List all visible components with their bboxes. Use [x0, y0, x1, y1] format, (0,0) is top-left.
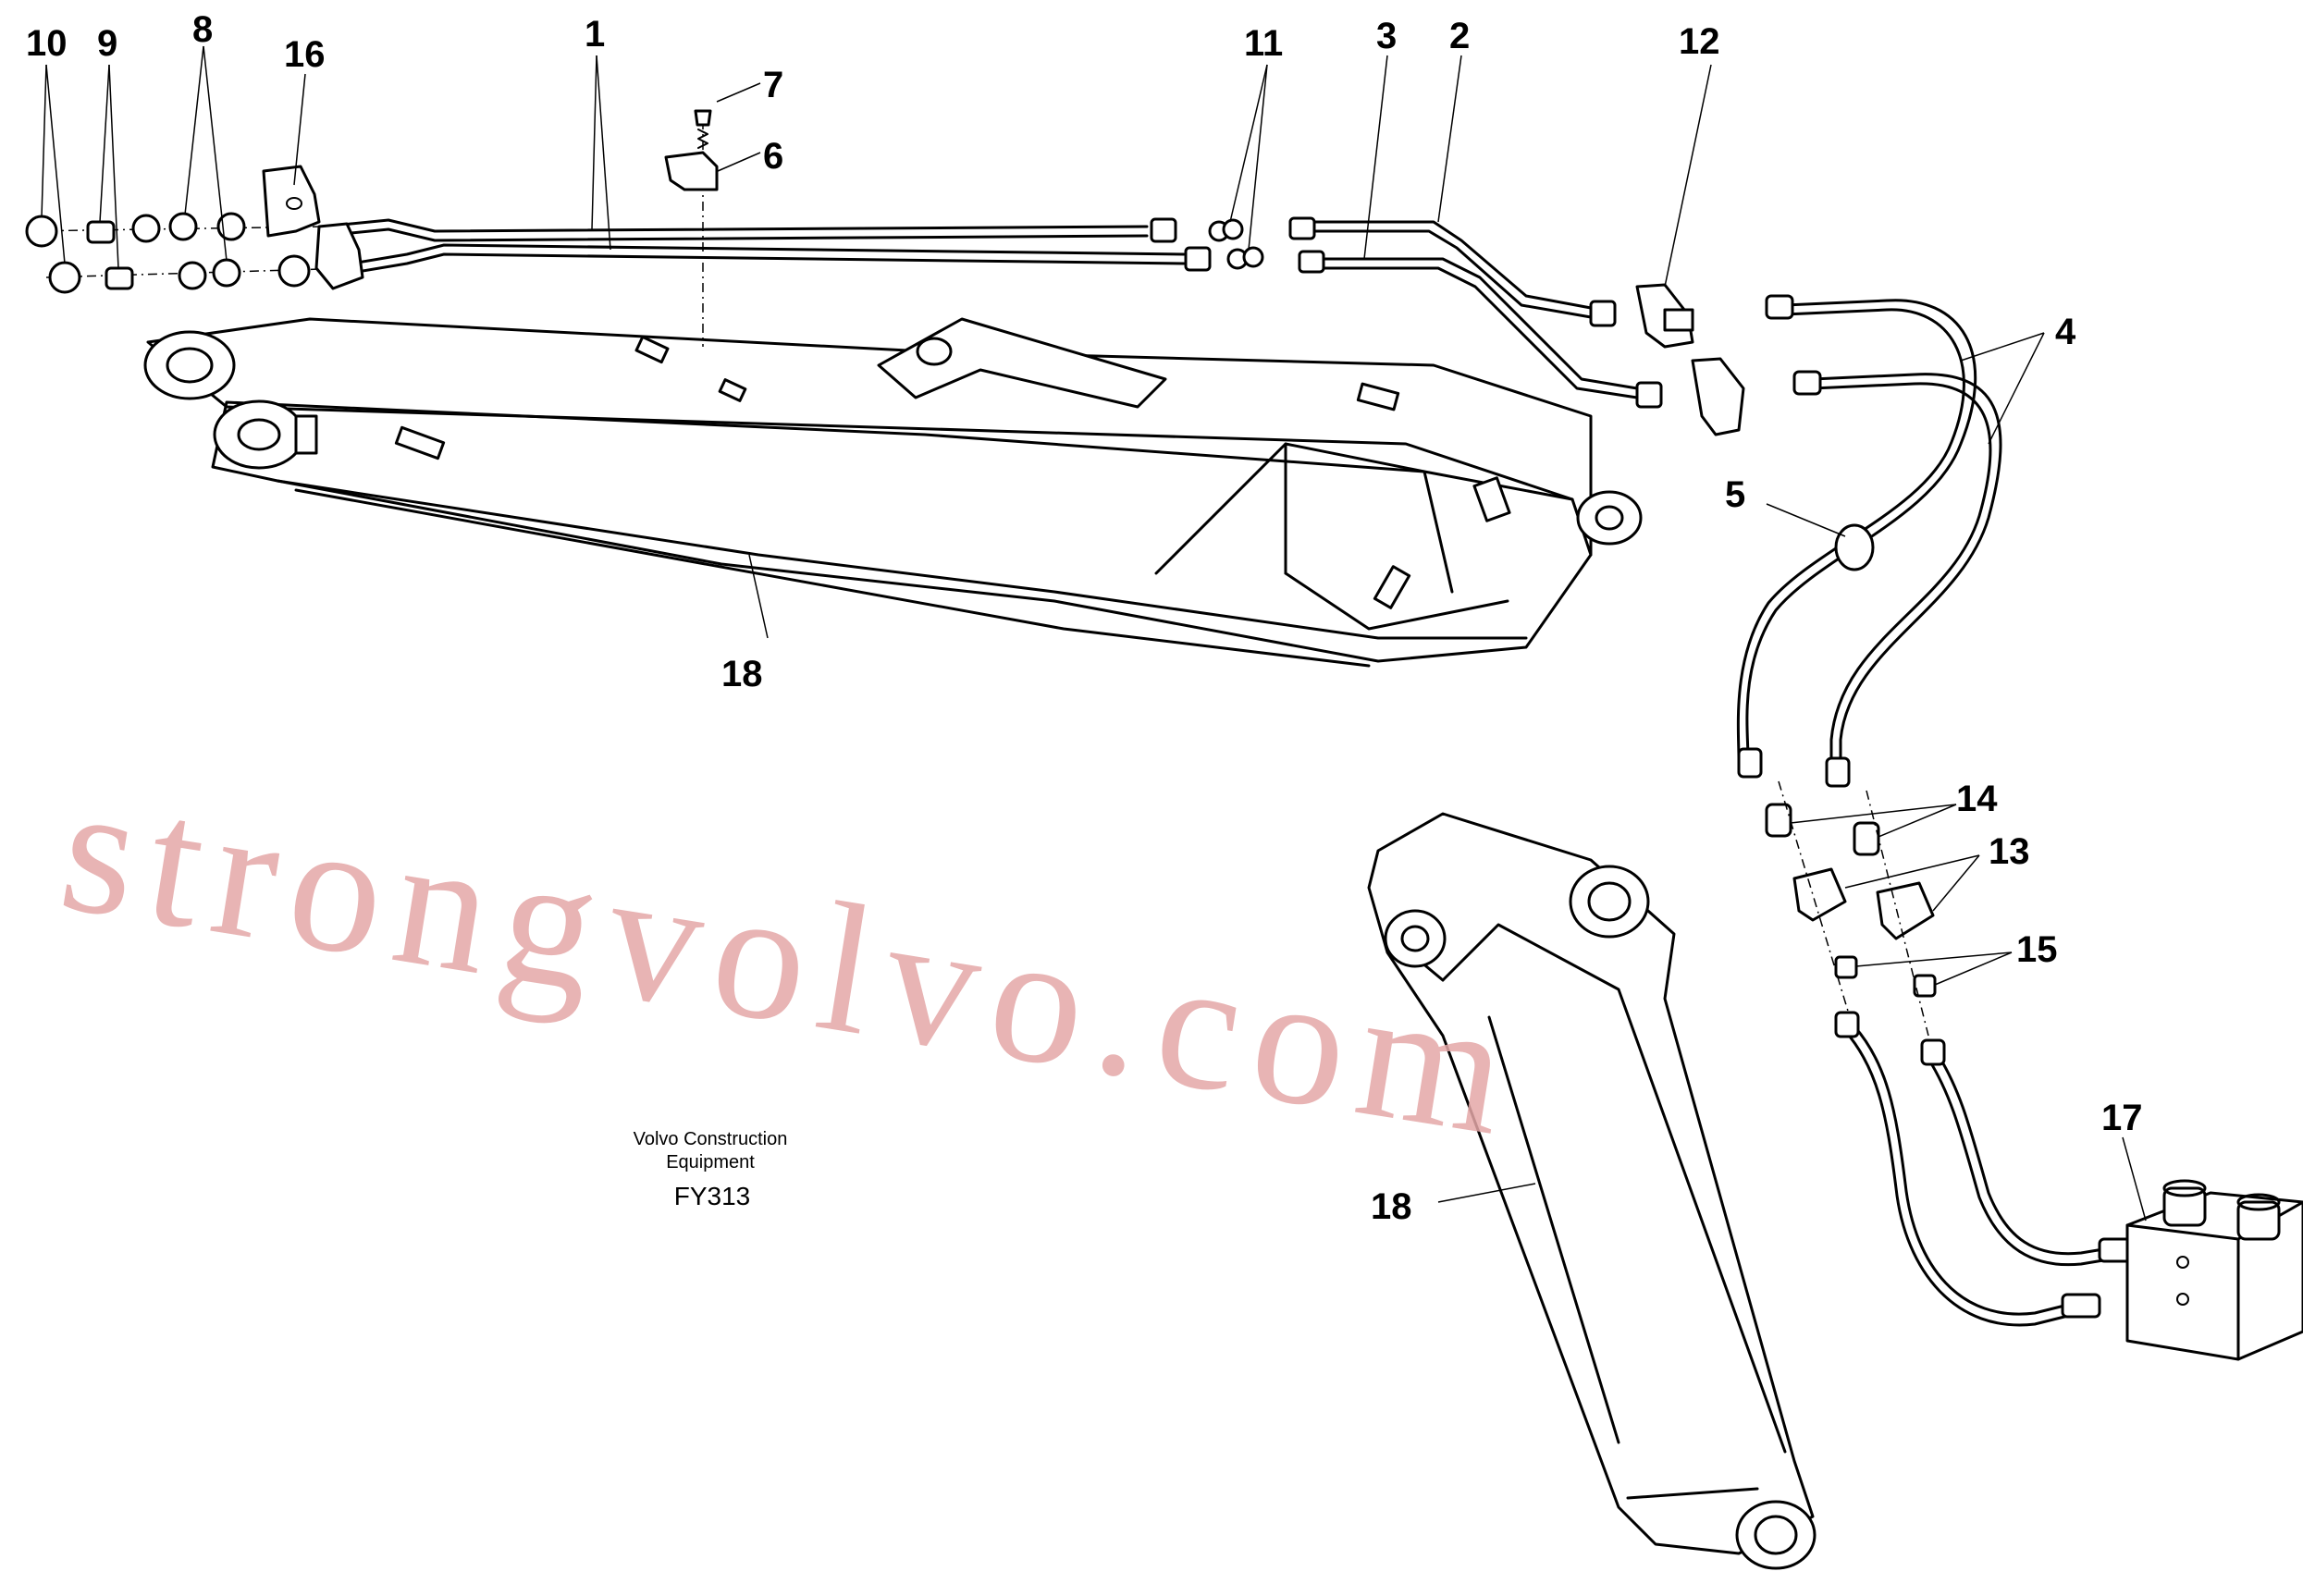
- callout-1: 1: [585, 14, 605, 55]
- callout-8: 8: [192, 9, 213, 50]
- callout-17: 17: [2101, 1098, 2143, 1138]
- hoses-4: [1736, 294, 2002, 788]
- callout-4: 4: [2055, 312, 2076, 352]
- pipes: [322, 216, 1663, 409]
- callout-3: 3: [1376, 16, 1397, 56]
- fittings-13-14-15: [1765, 780, 1937, 1037]
- callout-2: 2: [1449, 16, 1470, 56]
- callout-9: 9: [97, 23, 117, 64]
- callout-15: 15: [2016, 929, 2058, 970]
- caption-code: FY313: [674, 1182, 751, 1210]
- fittings-11: [1208, 218, 1264, 270]
- boom-lower: [1367, 812, 1817, 1570]
- callout-11: 11: [1244, 23, 1283, 64]
- leader-lines: [41, 45, 2147, 1222]
- callout-10: 10: [26, 23, 68, 64]
- lower-hoses: [1834, 1011, 2138, 1327]
- callout-13: 13: [1989, 831, 2030, 872]
- valve-block-17: [2125, 1179, 2303, 1361]
- callout-18-upper: 18: [721, 654, 763, 694]
- callout-18-lower: 18: [1371, 1186, 1412, 1227]
- callout-12: 12: [1679, 21, 1720, 62]
- brackets-12: [1635, 283, 1745, 436]
- callout-16: 16: [284, 34, 326, 75]
- caption: Volvo Construction Equipment FY313: [634, 1129, 788, 1210]
- boom-upper: [143, 317, 1643, 668]
- callout-6: 6: [763, 136, 783, 177]
- callout-7: 7: [763, 65, 783, 105]
- callout-14: 14: [1956, 779, 1998, 819]
- clamp-parts: [664, 109, 719, 347]
- caption-line-1: Volvo Construction: [634, 1129, 788, 1149]
- left-fittings: [25, 165, 364, 294]
- callout-labels: 10 9 8 16 1 7 6 11 3 2 12 4 5 14 13 15 1…: [26, 9, 2143, 1227]
- caption-line-2: Equipment: [666, 1152, 755, 1172]
- callout-5: 5: [1725, 474, 1745, 515]
- watermark: strongvolvo.com: [49, 744, 1533, 1176]
